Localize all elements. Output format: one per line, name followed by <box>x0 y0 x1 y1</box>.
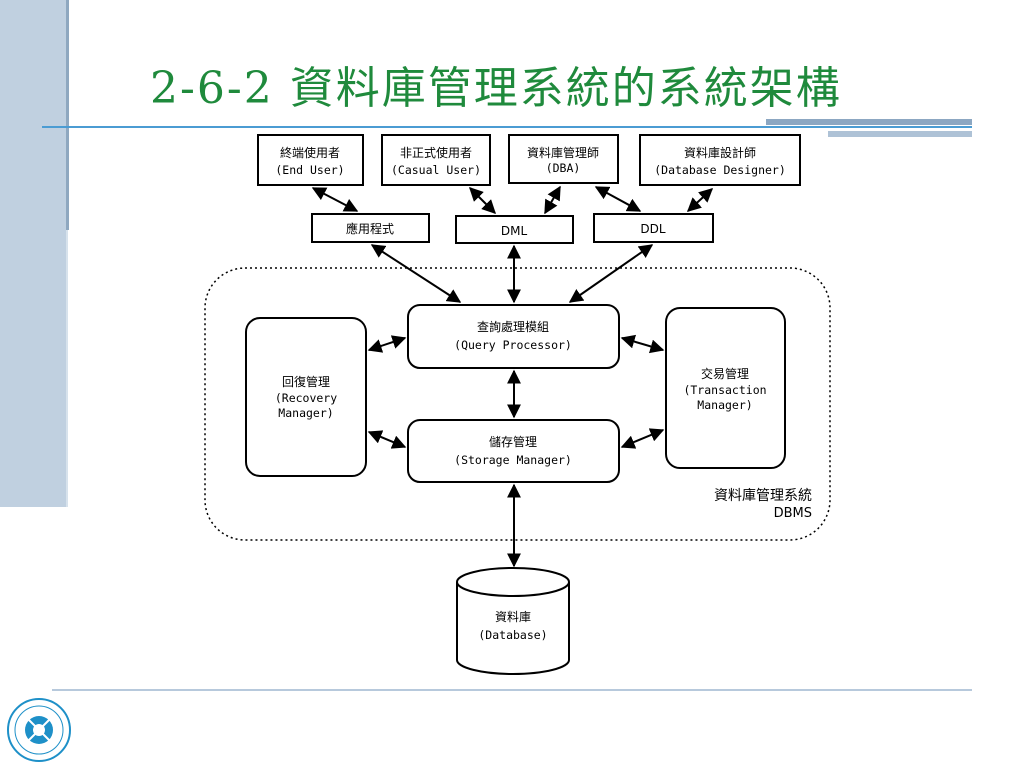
left-decor-bar <box>0 0 69 507</box>
application-label: 應用程式 <box>346 221 394 236</box>
casual-user-box: 非正式使用者 (Casual User) <box>381 134 491 186</box>
dbms-boundary <box>204 267 831 541</box>
storage-manager-sublabel: (Storage Manager) <box>454 453 572 467</box>
recovery-manager-sublabel-1: (Recovery <box>275 391 337 405</box>
arrow-ddl-query <box>568 244 654 303</box>
arrow-app-query <box>370 244 462 303</box>
designer-sublabel: (Database Designer) <box>654 163 786 177</box>
recovery-manager-label: 回復管理 <box>282 374 330 389</box>
database-sublabel: (Database) <box>478 628 547 642</box>
query-processor-sublabel: (Query Processor) <box>454 338 572 352</box>
application-box: 應用程式 <box>311 213 430 243</box>
storage-manager-label: 儲存管理 <box>489 434 537 449</box>
dml-box: DML <box>455 215 574 244</box>
dba-label: 資料庫管理師 <box>527 145 599 160</box>
slide-title: 2-6-2 資料庫管理系統的系統架構 <box>150 63 842 114</box>
query-processor-box: 查詢處理模組 (Query Processor) <box>407 304 620 369</box>
university-logo-icon <box>7 698 71 762</box>
end-user-label: 終端使用者 <box>280 145 340 160</box>
end-user-box: 終端使用者 (End User) <box>257 134 364 186</box>
arrow-dba-dml <box>544 185 561 215</box>
arrow-storage-transaction <box>620 428 665 449</box>
transaction-manager-label: 交易管理 <box>701 366 749 381</box>
transaction-manager-sublabel-2: Manager) <box>697 398 752 412</box>
transaction-manager-box: 交易管理 (Transaction Manager) <box>665 307 786 469</box>
title-rule-accent <box>766 119 972 137</box>
arrow-recovery-storage <box>367 430 407 449</box>
casual-user-label: 非正式使用者 <box>400 145 472 160</box>
end-user-sublabel: (End User) <box>275 163 344 177</box>
storage-manager-box: 儲存管理 (Storage Manager) <box>407 419 620 483</box>
designer-label: 資料庫設計師 <box>684 145 756 160</box>
footer-rule <box>52 689 972 691</box>
query-processor-label: 查詢處理模組 <box>477 319 549 334</box>
recovery-manager-box: 回復管理 (Recovery Manager) <box>245 317 367 477</box>
title-rule <box>42 126 972 128</box>
dbms-label-en: DBMS <box>774 506 812 521</box>
database-cylinder: 資料庫 (Database) <box>456 567 570 675</box>
arrow-designer-ddl <box>686 188 714 212</box>
casual-user-sublabel: (Casual User) <box>391 163 481 177</box>
recovery-manager-sublabel-2: Manager) <box>278 406 333 420</box>
ddl-label: DDL <box>640 222 665 236</box>
dbms-label-zh: 資料庫管理系統 <box>714 487 812 504</box>
arrow-enduser-app <box>311 187 359 212</box>
arrow-dba-ddl <box>594 186 642 212</box>
designer-box: 資料庫設計師 (Database Designer) <box>639 134 801 186</box>
database-label: 資料庫 <box>495 610 531 624</box>
dml-label: DML <box>501 224 528 238</box>
arrow-recovery-query <box>367 335 407 353</box>
dba-sublabel: (DBA) <box>546 161 581 175</box>
arrow-casual-dml <box>469 187 496 214</box>
ddl-box: DDL <box>593 213 714 243</box>
transaction-manager-sublabel-1: (Transaction <box>683 383 766 397</box>
arrow-query-transaction <box>620 334 665 354</box>
dba-box: 資料庫管理師 (DBA) <box>508 134 619 184</box>
